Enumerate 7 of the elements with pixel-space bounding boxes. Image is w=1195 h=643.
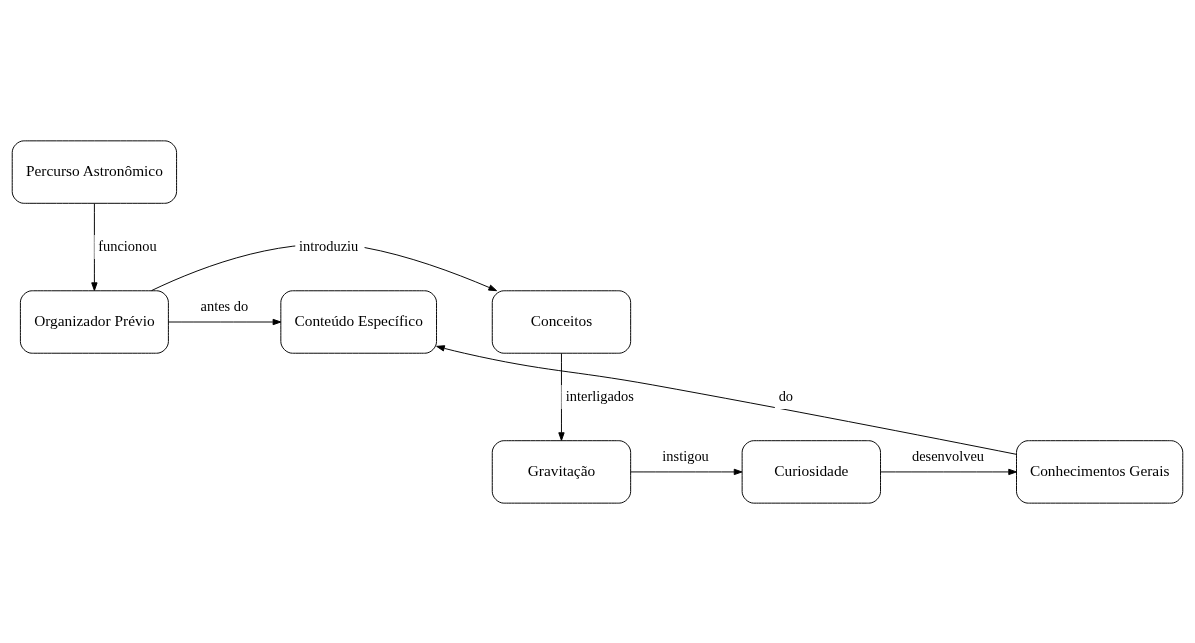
edge-label: do [778, 387, 794, 404]
edge-label: antes do [200, 297, 249, 314]
edge-label: funcionou [98, 237, 157, 254]
edge-label: instigou [662, 447, 709, 464]
edge-label: interligados [565, 387, 634, 404]
edge-label: desenvolveu [912, 447, 985, 464]
edge-label: introduziu [299, 237, 359, 254]
